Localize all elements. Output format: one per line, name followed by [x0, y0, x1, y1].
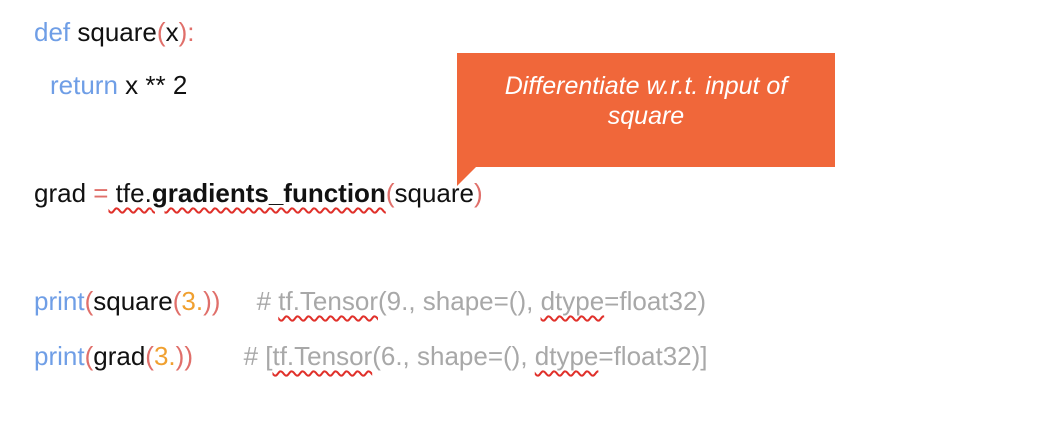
- code-line-print-grad: print(grad(3.)) # [tf.Tensor(6., shape=(…: [34, 340, 708, 372]
- function-call: grad: [93, 341, 146, 371]
- open-paren: (: [84, 341, 94, 371]
- open-paren: (: [385, 178, 395, 208]
- function-name: square: [70, 17, 157, 47]
- code-line-def: def square(x):: [34, 16, 194, 48]
- comment-prefix: #: [220, 286, 279, 316]
- comment-suffix: =float32)]: [598, 341, 708, 371]
- code-line-print-square: print(square(3.)) # tf.Tensor(9., shape=…: [34, 285, 706, 317]
- open-paren: (: [156, 17, 166, 47]
- callout-text: Differentiate w.r.t. input of square: [504, 72, 788, 130]
- open-paren-inner: (: [145, 341, 154, 371]
- close-paren-inner: ): [175, 341, 185, 371]
- return-expression: x ** 2: [117, 70, 188, 100]
- close-paren: ): [474, 178, 483, 208]
- close-paren: ): [178, 17, 188, 47]
- comment-dtype: dtype: [534, 341, 599, 371]
- grad-variable: grad: [34, 178, 94, 208]
- open-paren-inner: (: [172, 286, 182, 316]
- callout-pointer: [457, 166, 477, 186]
- print-keyword: print: [34, 341, 85, 371]
- code-line-grad: grad = tfe.gradients_function(square): [34, 177, 483, 209]
- close-paren-inner: ): [203, 286, 212, 316]
- comment-suffix: =float32): [604, 286, 707, 316]
- param: x: [165, 17, 179, 47]
- comment-middle: (6., shape=(),: [372, 341, 535, 371]
- callout-box: Differentiate w.r.t. input of square: [457, 53, 835, 167]
- assign-operator: =: [93, 178, 109, 208]
- close-paren: ): [211, 286, 221, 316]
- comment-dtype: dtype: [540, 286, 605, 316]
- return-keyword: return: [50, 70, 118, 100]
- number-literal: 3.: [153, 341, 176, 371]
- number-literal: 3.: [181, 286, 204, 316]
- comment-tensor: tf.Tensor: [272, 341, 373, 371]
- function-call: square: [93, 286, 173, 316]
- comment-tensor: tf.Tensor: [278, 286, 378, 316]
- code-line-return: return x ** 2: [50, 69, 187, 101]
- close-paren: ): [184, 341, 193, 371]
- colon: :: [187, 17, 195, 47]
- comment-middle: (9., shape=(),: [377, 286, 541, 316]
- gradients-function-call: gradients_function: [151, 178, 386, 208]
- print-keyword: print: [34, 286, 85, 316]
- open-paren: (: [84, 286, 94, 316]
- comment-prefix: # [: [193, 341, 273, 371]
- def-keyword: def: [34, 17, 71, 47]
- tfe-module: tfe.: [108, 178, 152, 208]
